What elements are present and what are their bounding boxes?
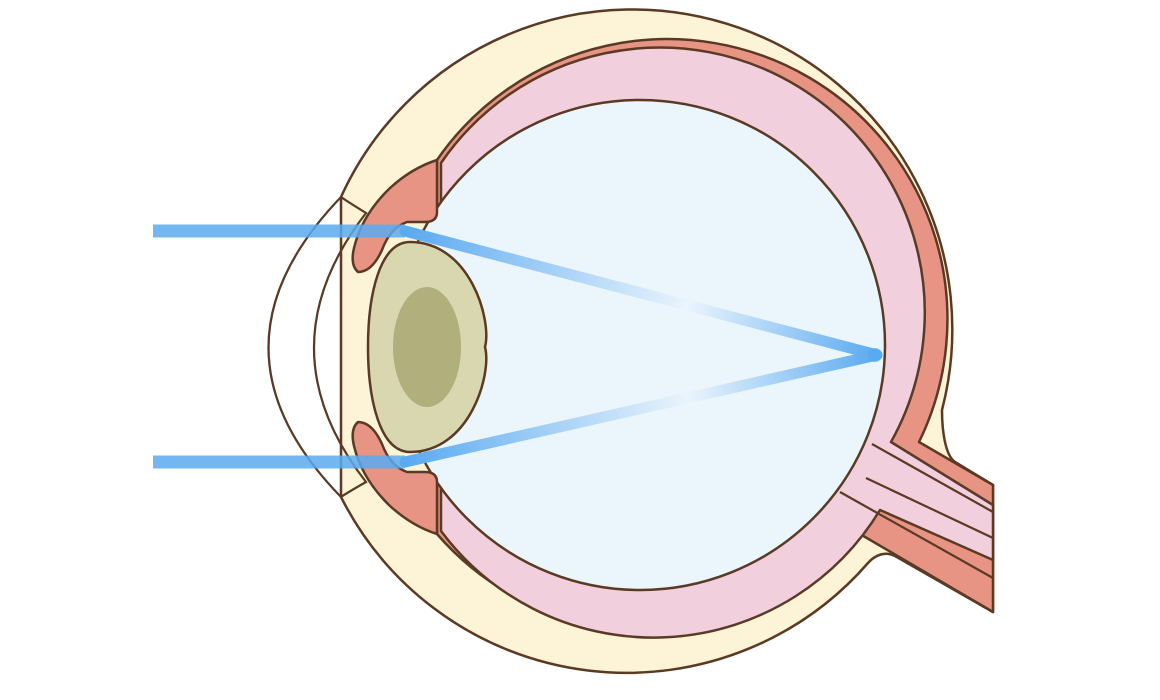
optic-nerve-fiber-upper	[871, 443, 994, 513]
iris-lower	[351, 420, 439, 536]
refracted-ray-upper	[399, 225, 883, 361]
optic-nerve-fiber-bottom	[839, 491, 994, 579]
lens-nucleus	[393, 287, 461, 407]
light-rays	[153, 224, 883, 469]
iris-upper	[351, 158, 439, 274]
focal-point	[868, 348, 882, 362]
refracted-ray-lower	[399, 349, 883, 468]
optic-nerve-fiber-lower	[865, 477, 994, 539]
cornea	[267, 195, 368, 499]
